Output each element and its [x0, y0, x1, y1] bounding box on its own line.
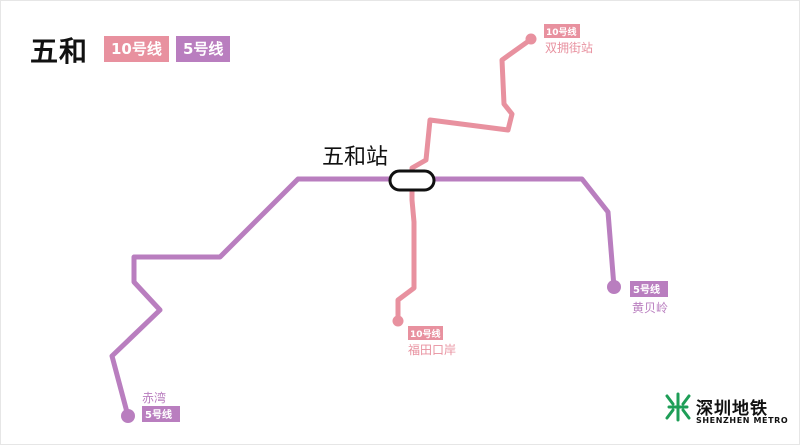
- terminal-dot-chiwan: [121, 409, 135, 423]
- page-title: 五和: [30, 35, 89, 68]
- terminal-dot-huangbeiling: [607, 280, 621, 294]
- badge-text-futiankouan: 10号线: [410, 328, 441, 340]
- badge-text-chiwan: 5号线: [145, 408, 172, 421]
- logo-name-en: SHENZHEN METRO: [696, 416, 789, 425]
- wuhe-interchange-marker: [388, 169, 436, 192]
- station-label-chiwan: 赤湾: [142, 390, 166, 405]
- terminal-dot-futiankouan: [392, 315, 404, 327]
- legend-line5-badge: 5号线: [176, 36, 231, 62]
- shenzhen-metro-logo-icon: [665, 392, 691, 422]
- station-label-futiankouan: 福田口岸: [408, 342, 456, 357]
- legend-line10-badge: 10号线: [104, 36, 169, 62]
- badge-bg-shuangyongjie: [544, 24, 580, 38]
- terminal-dot-shuangyongjie: [525, 33, 537, 45]
- station-label-huangbeiling: 黄贝岭: [632, 301, 668, 315]
- badge-bg-futiankouan: [408, 326, 443, 340]
- logo-name-cn: 深圳地铁: [696, 399, 768, 419]
- station-label-shuangyongjie: 双拥街站: [545, 41, 593, 55]
- station-label-wuhe: 五和站: [322, 145, 388, 170]
- badge-bg-huangbeiling: [630, 281, 668, 297]
- line10-route: [395, 37, 533, 323]
- line5-route: [109, 176, 617, 419]
- badge-text-huangbeiling: 5号线: [633, 283, 660, 296]
- badge-text-shuangyongjie: 10号线: [546, 26, 577, 38]
- badge-bg-chiwan: [142, 406, 180, 422]
